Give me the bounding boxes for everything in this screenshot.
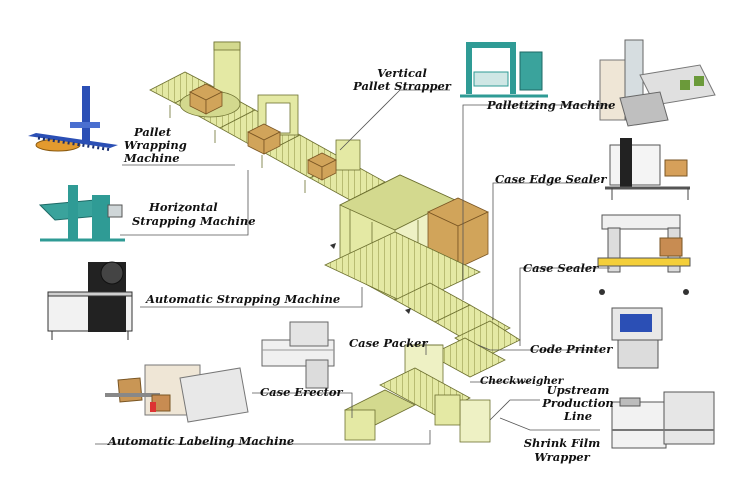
leader-lines bbox=[95, 89, 610, 445]
label-vertical-pallet-strapper-line1: Vertical bbox=[377, 66, 427, 80]
label-case-packer: Case Packer bbox=[349, 336, 428, 350]
label-pallet-wrapping-line2: Wrapping bbox=[124, 138, 187, 152]
case-edge-sealer-illustration bbox=[605, 138, 690, 200]
conveyor-segment bbox=[429, 337, 506, 378]
label-vertical-pallet-strapper-line2: Pallet Strapper bbox=[353, 79, 451, 93]
label-checkweigher: Checkweigher bbox=[480, 375, 564, 387]
label-upstream-line3: Line bbox=[563, 409, 593, 423]
label-upstream-line1: Upstream bbox=[546, 383, 610, 397]
label-palletizing-machine: Palletizing Machine bbox=[487, 98, 616, 112]
code-printer-illustration bbox=[611, 307, 663, 369]
automatic-strapping-illustration bbox=[47, 261, 133, 340]
label-case-edge-sealer: Case Edge Sealer bbox=[495, 172, 607, 186]
shrink-wrapper-illustration bbox=[611, 391, 715, 449]
conveyor-segment bbox=[324, 231, 481, 306]
flow-arrows bbox=[330, 243, 411, 314]
vertical-strapper-illustration bbox=[460, 42, 548, 98]
label-horizontal-strapping-line2: Strapping Machine bbox=[132, 214, 256, 228]
pallet-boxes bbox=[189, 83, 337, 181]
label-upstream-line2: Production bbox=[542, 396, 614, 410]
label-code-printer: Code Printer bbox=[530, 342, 613, 356]
label-automatic-labeling: Automatic Labeling Machine bbox=[108, 434, 295, 448]
horizontal-strapping-illustration bbox=[38, 185, 125, 242]
case-erector-illustration bbox=[105, 364, 249, 423]
label-shrink-film-line1: Shrink Film bbox=[523, 436, 601, 450]
palletizing-illustration bbox=[599, 39, 716, 127]
central-line bbox=[149, 41, 521, 443]
case-sealer-illustration bbox=[597, 214, 691, 295]
label-pallet-wrapping-line3: Machine bbox=[124, 151, 180, 165]
label-pallet-wrapping-line1: Pallet bbox=[134, 125, 172, 139]
upstream-frame bbox=[459, 399, 491, 443]
label-case-erector: Case Erector bbox=[260, 385, 343, 399]
label-automatic-strapping: Automatic Strapping Machine bbox=[146, 292, 341, 306]
case-packer-illustration bbox=[261, 321, 335, 389]
label-shrink-film-line2: Wrapper bbox=[534, 450, 590, 464]
vertical-strapper bbox=[335, 139, 361, 171]
pallet-wrapping-illustration bbox=[28, 86, 118, 152]
wrapping-tower-top bbox=[213, 41, 241, 51]
label-case-sealer: Case Sealer bbox=[523, 261, 599, 275]
label-horizontal-strapping-line1: Horizontal bbox=[149, 200, 218, 214]
